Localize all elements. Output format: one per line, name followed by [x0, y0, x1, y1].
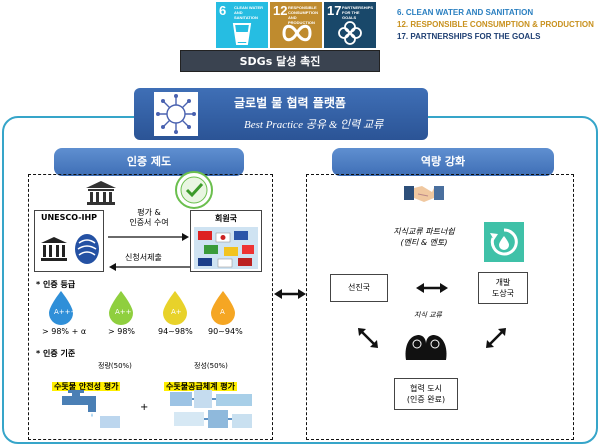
right-arrow-icon — [108, 233, 189, 241]
sdg-legend-12: 12. RESPONSIBLE CONSUMPTION & PRODUCTION — [397, 20, 594, 29]
capacity-panel — [306, 174, 574, 440]
grade-title: * 인증 등급 — [36, 280, 76, 289]
brain-heads-icon — [405, 335, 447, 360]
capacity-header: 역량 강화 — [332, 148, 554, 176]
unesco-logo-icon — [86, 181, 116, 205]
criteria-2-tag: 정성(50%) — [194, 362, 228, 370]
developing-country-label: 개발 도상국 — [491, 278, 515, 298]
certification-header: 인증 제도 — [54, 148, 244, 176]
sdgs-banner: SDGs 달성 촉진 — [180, 50, 380, 72]
cooperation-city-box: 협력 도시 (인증 완료) — [394, 378, 458, 410]
grade-drop-4: A — [210, 290, 236, 330]
criteria-2-name: 수돗물공급체계 평가 — [164, 382, 238, 391]
ihp-emblem-icon — [75, 234, 99, 264]
criteria-1-name-wrap: 수돗물 안전성 평가 — [52, 374, 121, 393]
sdg-12-label: RESPONSIBLE CONSUMPTION AND PRODUCTION — [288, 5, 318, 25]
diagonal-arrow-right-icon — [486, 328, 506, 348]
advanced-country-label: 선진국 — [347, 283, 371, 292]
flags-image-icon — [194, 227, 258, 269]
grade-4-range: 90~94% — [208, 327, 243, 336]
approved-seal-icon — [175, 171, 213, 209]
sdg-legend-17: 17. PARTNERSHIPS FOR THE GOALS — [397, 32, 541, 41]
droplet-green-icon — [109, 291, 133, 325]
grade-drop-2: A++ — [108, 290, 134, 330]
sdg-6-number: 6 — [219, 3, 227, 18]
criteria-title-text: 인증 기준 — [42, 349, 76, 358]
unesco-ihp-label: UNESCO-IHP — [40, 213, 98, 222]
diagonal-arrow-left-icon — [358, 328, 378, 348]
sdg-17-number: 17 — [327, 3, 342, 18]
network-icon — [154, 92, 198, 136]
sdg-6-tile: 6 CLEAN WATER AND SANITATION — [216, 2, 268, 48]
knowledge-exchange-label: 지식 교류 — [414, 311, 442, 319]
criteria-1-name: 수돗물 안전성 평가 — [52, 382, 121, 391]
infinity-icon — [282, 24, 312, 42]
water-tap-icon — [62, 390, 120, 428]
water-glass-icon — [232, 23, 252, 45]
platform-subtitle: Best Practice 공유 & 인력 교류 — [244, 119, 384, 131]
grade-drop-3: A+ — [162, 290, 188, 330]
plus-sign: + — [140, 402, 149, 413]
member-label: 회원국 — [214, 214, 238, 223]
sdg-6-label: CLEAN WATER AND SANITATION — [234, 5, 264, 20]
grade-2-label: A++ — [115, 308, 132, 316]
sdg-17-tile: 17 PARTNERSHIPS FOR THE GOALS — [324, 2, 376, 48]
sdg-legend-6: 6. CLEAN WATER AND SANITATION — [397, 8, 534, 17]
sdg-12-tile: 12 RESPONSIBLE CONSUMPTION AND PRODUCTIO… — [270, 2, 322, 48]
grade-3-range: 94~98% — [158, 327, 193, 336]
unesco-temple-icon — [41, 237, 67, 261]
partnership-label: 지식교류 파트너쉽 (멘티 & 멘토) — [393, 227, 455, 247]
partnership-flower-icon — [338, 21, 362, 45]
droplet-orange-icon — [211, 291, 235, 325]
droplet-yellow-icon — [163, 291, 187, 325]
cooperation-city-label: 협력 도시 (인증 완료) — [406, 384, 446, 404]
grade-1-range: > 98% + α — [42, 327, 87, 336]
developing-country-box: 개발 도상국 — [478, 272, 528, 304]
double-arrow-center-icon — [274, 289, 306, 299]
criteria-1-tag: 정량(50%) — [98, 362, 132, 370]
recycle-water-icon — [484, 222, 524, 262]
droplet-blue-icon — [49, 291, 73, 325]
grade-1-label: A+++ — [54, 308, 77, 316]
sdg-12-number: 12 — [273, 3, 288, 18]
evaluation-label: 평가 & 인증서 수여 — [129, 208, 169, 227]
supply-system-diagram-icon — [170, 390, 252, 428]
grade-drop-1: A+++ — [48, 290, 77, 330]
handshake-icon — [404, 186, 444, 202]
grade-3-label: A+ — [171, 308, 182, 316]
sdg-17-label: PARTNERSHIPS FOR THE GOALS — [342, 5, 374, 20]
platform-banner: 글로벌 물 협력 플랫폼 Best Practice 공유 & 인력 교류 — [134, 88, 428, 140]
criteria-title: * 인증 기준 — [36, 349, 76, 358]
member-box: 회원국 — [190, 210, 262, 272]
application-label: 신청서제출 — [125, 253, 162, 262]
platform-title: 글로벌 물 협력 플랫폼 — [234, 96, 346, 110]
grade-2-range: > 98% — [108, 327, 136, 336]
left-arrow-icon — [109, 263, 190, 271]
advanced-country-box: 선진국 — [330, 274, 388, 302]
grade-4-label: A — [220, 308, 225, 316]
exchange-arrow-icon — [416, 283, 448, 293]
grade-title-text: 인증 등급 — [42, 280, 76, 289]
unesco-ihp-box: UNESCO-IHP — [34, 210, 104, 272]
certification-panel — [28, 174, 273, 440]
criteria-2-name-wrap: 수돗물공급체계 평가 — [164, 374, 238, 393]
